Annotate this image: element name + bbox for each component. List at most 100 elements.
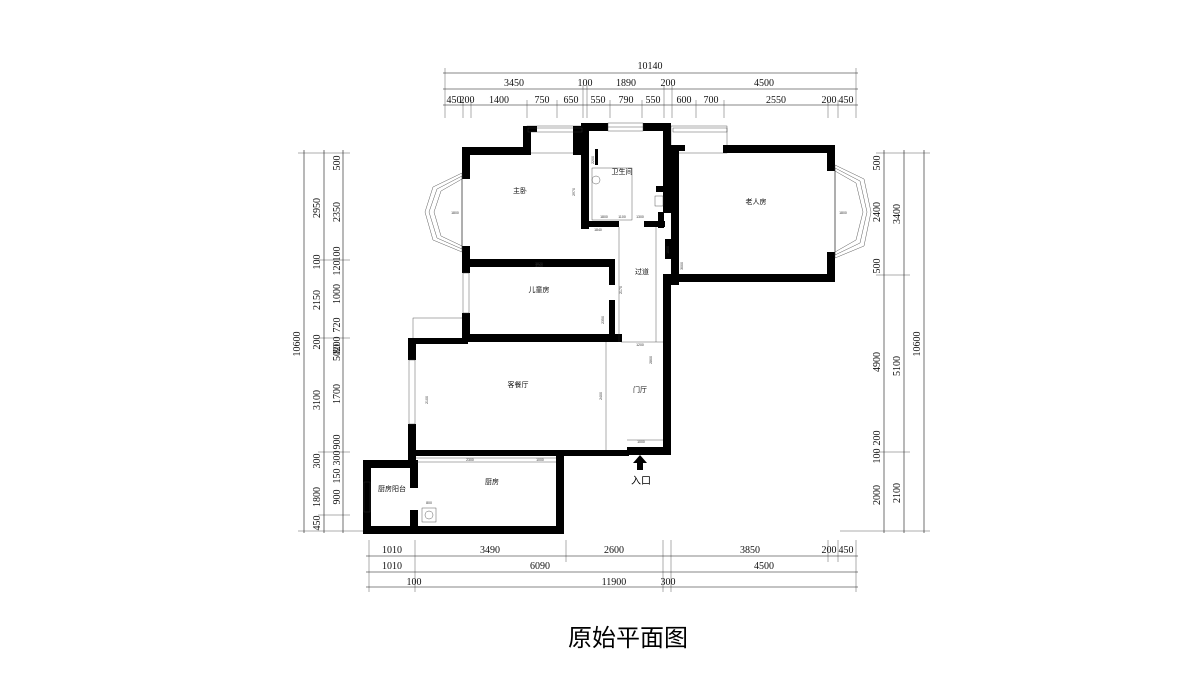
dim-label: 4900 xyxy=(872,352,883,372)
dim-right-total: 10600 xyxy=(912,332,923,357)
dim-right-inner-column: 500 2400 500 4900 200 100 2000 xyxy=(872,156,883,506)
dim-label: 4500 xyxy=(754,561,774,572)
tiny-label: 2350 xyxy=(601,316,605,324)
room-bathroom: 卫生间 xyxy=(612,167,633,176)
dim-label: 100 xyxy=(332,247,343,262)
dim-label: 2600 xyxy=(604,545,624,556)
dim-label: 3490 xyxy=(480,545,500,556)
tiny-label: 1200 xyxy=(636,343,644,347)
tiny-label: 1800 xyxy=(600,215,608,219)
dim-label: 300 xyxy=(312,454,323,469)
room-labels: 主卧 卫生间 老人房 过道 儿童房 客餐厅 门厅 厨房 厨房阳台 xyxy=(378,167,767,493)
dim-bottom-row-1: 1010 3490 2600 3850 200 450 xyxy=(382,545,854,556)
dim-label: 1800 xyxy=(312,487,323,507)
dim-label: 450 xyxy=(839,95,854,106)
top-dimension-lines xyxy=(443,68,858,118)
dim-label: 2950 xyxy=(312,198,323,218)
dim-label: 200 xyxy=(872,431,883,446)
dim-label: 650 xyxy=(564,95,579,106)
room-elderly: 老人房 xyxy=(746,197,767,206)
dim-label: 2100 xyxy=(892,483,903,503)
dim-label: 100 xyxy=(872,449,883,464)
tiny-label: 1000 xyxy=(637,440,645,444)
dim-label: 3100 xyxy=(312,390,323,410)
interior-lines xyxy=(416,227,663,463)
dim-label: 300 xyxy=(661,577,676,588)
dim-right-mid-column: 3400 5100 2100 xyxy=(892,204,903,503)
tiny-label: 2300 xyxy=(466,458,474,462)
dim-label: 900 xyxy=(332,490,343,505)
dim-label: 3850 xyxy=(740,545,760,556)
dim-label: 1010 xyxy=(382,545,402,556)
tiny-label: 1300 xyxy=(636,215,644,219)
tiny-label: 2800 xyxy=(649,356,653,364)
dim-label: 720 xyxy=(332,318,343,333)
tiny-label: 2170 xyxy=(619,286,623,294)
dim-label: 1010 xyxy=(382,561,402,572)
dim-label: 3450 xyxy=(504,78,524,89)
dim-label: 500 xyxy=(872,156,883,171)
dim-left-inner-column: 500 2350 100 120 1000 720 200 50 80 1700… xyxy=(332,156,343,505)
tiny-label: 1800 xyxy=(839,211,847,215)
dim-label: 3400 xyxy=(892,204,903,224)
bottom-dimension-lines xyxy=(366,540,858,592)
page-title: 原始平面图 xyxy=(568,624,688,652)
dim-label: 500 xyxy=(332,156,343,171)
dim-label: 790 xyxy=(619,95,634,106)
dim-label: 450 xyxy=(312,516,323,531)
dim-label: 80 xyxy=(332,344,343,354)
dim-label: 6090 xyxy=(530,561,550,572)
tiny-dimension-labels: 3820 2970 1800 1800 1100 1300 2200 1840 … xyxy=(425,156,847,505)
tiny-label: 3190 xyxy=(535,264,543,268)
dim-label: 11900 xyxy=(602,577,627,588)
dim-left-outer-column: 2950 100 2150 200 3100 300 1800 450 xyxy=(312,198,323,531)
dim-label: 2400 xyxy=(872,202,883,222)
dim-label: 900 xyxy=(332,435,343,450)
dim-label: 550 xyxy=(591,95,606,106)
tiny-label: 1800 xyxy=(451,211,459,215)
dim-label: 2000 xyxy=(872,485,883,505)
dim-label: 1890 xyxy=(616,78,636,89)
room-hallway: 过道 xyxy=(635,267,649,276)
walls xyxy=(363,123,835,534)
room-master-bedroom: 主卧 xyxy=(513,186,527,195)
room-kitchen-balcony: 厨房阳台 xyxy=(378,484,406,493)
dim-label: 500 xyxy=(872,259,883,274)
dim-label: 4500 xyxy=(754,78,774,89)
entry-marker: 入口 xyxy=(631,455,651,487)
dim-top-detail-row: 450 200 1400 750 650 550 790 550 600 700… xyxy=(447,95,854,106)
dim-label: 200 xyxy=(661,78,676,89)
dim-label: 1700 xyxy=(332,384,343,404)
dim-label: 450 xyxy=(839,545,854,556)
dim-label: 2150 xyxy=(312,290,323,310)
windows xyxy=(363,122,728,513)
tiny-label: 2400 xyxy=(599,392,603,400)
dim-label: 200 xyxy=(312,335,323,350)
dim-label: 550 xyxy=(646,95,661,106)
left-dimension-lines xyxy=(298,150,372,533)
entry-arrow-icon xyxy=(633,455,647,470)
dim-label: 100 xyxy=(578,78,593,89)
dim-label: 50 xyxy=(332,351,343,361)
dim-label: 1400 xyxy=(489,95,509,106)
dim-top-total: 10140 xyxy=(638,61,663,72)
dim-top-mid-row: 3450 100 1890 200 4500 xyxy=(504,78,774,89)
dim-bottom-row-2: 1010 6090 4500 xyxy=(382,561,774,572)
dim-label: 5100 xyxy=(892,356,903,376)
tiny-label: 1000 xyxy=(666,246,670,254)
tiny-label: 3820 xyxy=(535,262,543,266)
dim-label: 200 xyxy=(822,95,837,106)
dim-label: 700 xyxy=(704,95,719,106)
dim-label: 1000 xyxy=(332,284,343,304)
tiny-label: 800 xyxy=(426,501,432,505)
tiny-label: 2200 xyxy=(591,156,595,164)
tiny-label: 1100 xyxy=(618,215,626,219)
dim-label: 750 xyxy=(535,95,550,106)
dim-label: 600 xyxy=(677,95,692,106)
bay-window-right xyxy=(834,164,872,259)
dim-label: 200 xyxy=(460,95,475,106)
tiny-label: 2100 xyxy=(425,396,429,404)
entry-label: 入口 xyxy=(631,476,651,487)
dim-label: 450 xyxy=(447,95,462,106)
